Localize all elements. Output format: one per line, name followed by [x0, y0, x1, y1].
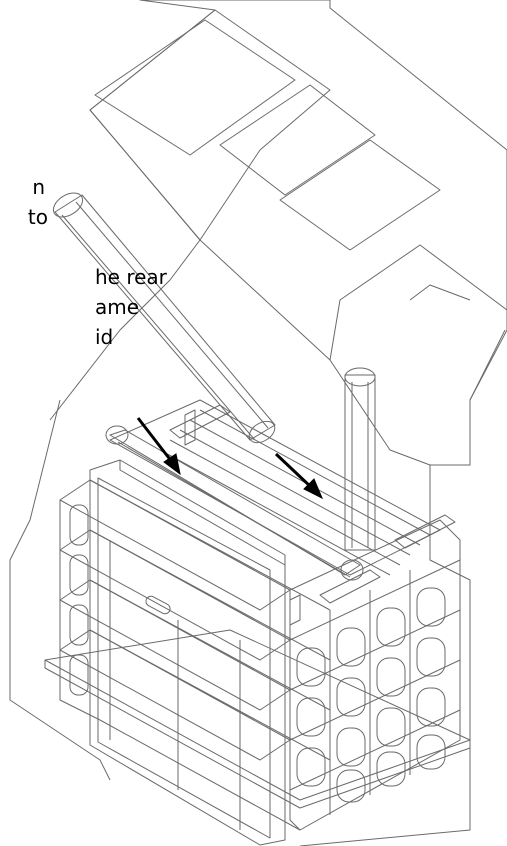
front-panel	[89, 459, 286, 846]
rack-cells	[289, 519, 461, 831]
instruction-caption-lower: he rear ame id	[0, 262, 190, 352]
tray-tube	[105, 425, 364, 581]
vertical-post	[344, 367, 376, 551]
instruction-caption: n to	[0, 172, 190, 232]
caption-line-1: n	[32, 175, 45, 199]
caption-line-5: id	[95, 325, 114, 349]
caption-line-2: to	[27, 205, 48, 229]
floor-plate	[44, 629, 471, 801]
cabinet-hood	[9, 0, 507, 846]
arrow-right	[274, 452, 323, 500]
insert-arrows	[136, 417, 323, 500]
caption-line-4: ame	[95, 295, 140, 319]
arrow-left	[136, 417, 181, 476]
top-tray	[109, 399, 456, 626]
caption-line-3: he rear	[95, 265, 167, 289]
tilted-tube	[52, 192, 276, 444]
